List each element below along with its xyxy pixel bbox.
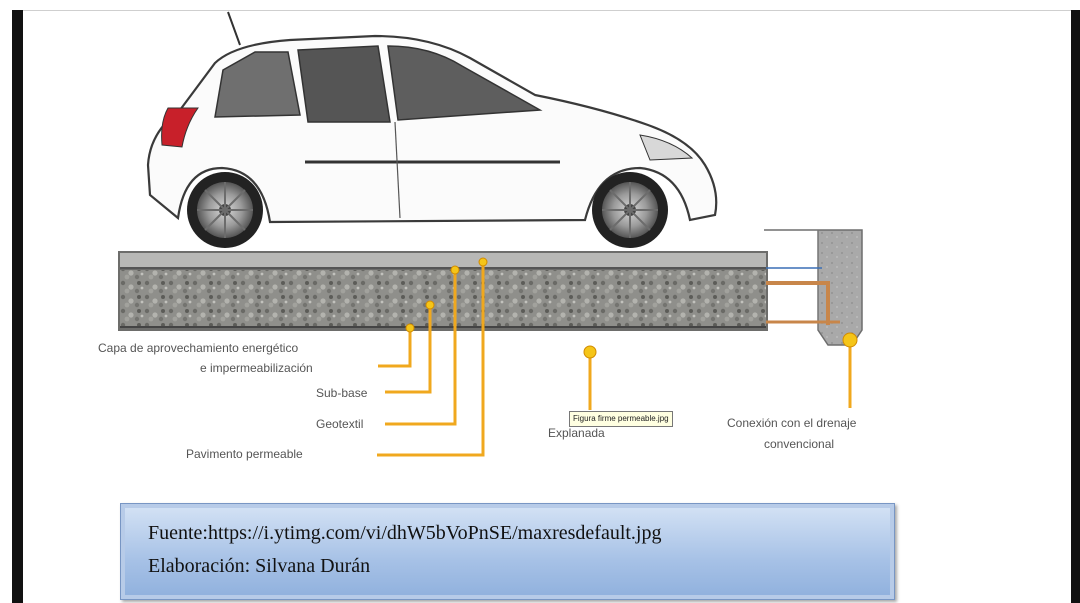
car-window-1 [297,45,391,123]
source-url-text: Fuente:https://i.ytimg.com/vi/dhW5bVoPnS… [148,522,662,544]
source-caption-box [120,503,895,600]
car-rear-window [214,51,301,118]
permeable-pavement-layer [120,253,766,268]
frame-top-line [12,10,1080,11]
filename-tooltip: Figura firme permeable.jpg [569,411,673,427]
left-border [12,10,23,603]
right-border [1071,10,1080,603]
drain-pipe [766,281,830,325]
car-antenna [227,11,241,46]
label-geotextil: Geotextil [316,417,364,431]
car-tail-light [161,107,199,148]
label-pavimento: Pavimento permeable [186,447,303,461]
sub-base-layer [120,270,766,326]
label-capa-line1: Capa de aprovechamiento energético [98,341,299,355]
pavement-slab [118,251,768,331]
leader-markers [405,257,858,359]
author-credit-text: Elaboración: Silvana Durán [148,555,371,577]
drainage-box [764,229,863,346]
label-capa-line2: e impermeabilización [200,361,313,375]
leader-lines [377,262,852,457]
car-headlight [639,134,694,161]
car-illustration [146,11,718,248]
leader-geotextil [385,270,457,426]
car-window-2 [387,45,543,121]
label-subbase: Sub-base [316,386,368,400]
label-conexion-line2: convencional [764,437,835,451]
leader-subbase [385,305,432,394]
leader-pavimento [377,262,485,457]
label-conexion-line1: Conexión con el drenaje [727,416,857,430]
label-explanada: Explanada [548,426,605,440]
leader-capa [378,328,412,368]
